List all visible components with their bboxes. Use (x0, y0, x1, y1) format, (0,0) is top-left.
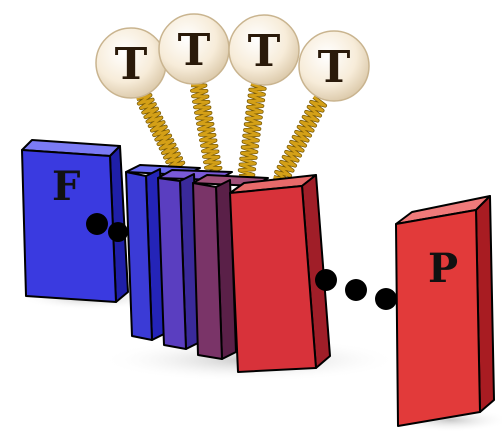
springs (136, 82, 327, 183)
left-plate-f: F (21, 139, 129, 303)
t-balls: T T T T (95, 13, 370, 102)
spring-2 (190, 84, 222, 175)
spring-3 (238, 82, 266, 178)
spring-4 (273, 95, 327, 182)
spring-1 (136, 93, 185, 173)
left-plate-label: F (52, 163, 80, 210)
t-ball-3-label: T (248, 26, 281, 77)
t-ball-4: T (298, 30, 370, 102)
stack-plate-4 (229, 174, 331, 373)
right-plate-label: P (428, 245, 458, 292)
left-dot-2 (108, 222, 128, 242)
right-dot-2 (345, 279, 367, 301)
t-ball-3: T (228, 14, 300, 86)
t-ball-4-label: T (318, 42, 351, 93)
right-plate-p: P (395, 195, 495, 427)
left-dot-1 (86, 213, 108, 235)
right-connector-dots (315, 269, 397, 310)
t-ball-1-label: T (115, 39, 148, 90)
t-ball-1: T (95, 27, 167, 99)
t-ball-2: T (158, 13, 230, 85)
middle-plate-stack (125, 164, 331, 373)
right-dot-1 (315, 269, 337, 291)
right-dot-3 (375, 288, 397, 310)
left-connector-dots (86, 213, 128, 242)
t-ball-2-label: T (178, 25, 211, 76)
